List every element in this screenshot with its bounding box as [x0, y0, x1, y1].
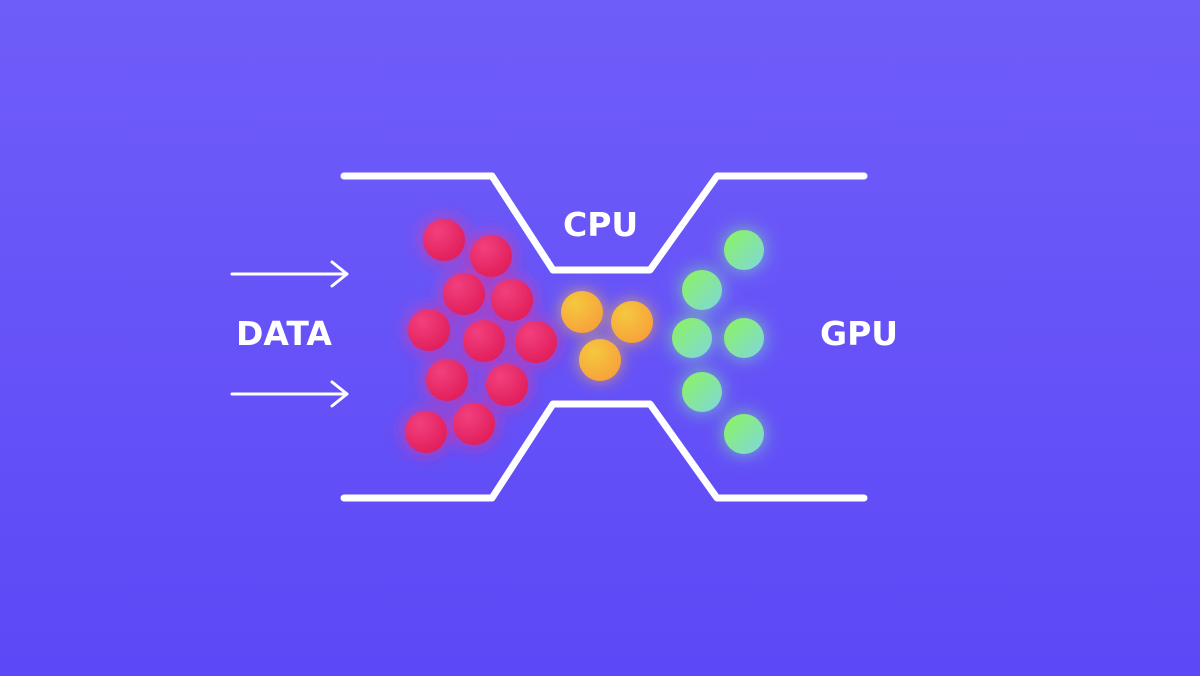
data-particle — [515, 321, 557, 363]
gpu-particle — [724, 414, 764, 454]
cpu-particle — [611, 301, 653, 343]
data-particle — [408, 309, 450, 351]
arrow-right-icon — [230, 260, 349, 288]
gpu-particle — [724, 230, 764, 270]
cpu-particle — [561, 291, 603, 333]
arrow-right-icon — [230, 380, 349, 408]
gpu-label: GPU — [820, 314, 898, 353]
data-particle — [470, 235, 512, 277]
data-particle — [486, 364, 528, 406]
data-particle — [426, 359, 468, 401]
gpu-particle — [682, 372, 722, 412]
gpu-particle — [682, 270, 722, 310]
gpu-particle — [672, 318, 712, 358]
funnel-bottom-line — [340, 400, 868, 502]
data-particle — [491, 279, 533, 321]
gpu-particles — [672, 230, 764, 454]
data-label: DATA — [236, 314, 332, 353]
data-particle — [443, 273, 485, 315]
input-arrows — [230, 260, 349, 408]
gpu-particle — [724, 318, 764, 358]
cpu-label: CPU — [563, 205, 638, 244]
cpu-particle — [579, 339, 621, 381]
data-particle — [423, 219, 465, 261]
funnel-outline — [340, 172, 868, 502]
cpu-particles — [561, 291, 653, 381]
data-particles — [405, 219, 557, 453]
data-particle — [453, 403, 495, 445]
data-particle — [463, 320, 505, 362]
data-particle — [405, 411, 447, 453]
funnel-top-line — [340, 172, 868, 274]
